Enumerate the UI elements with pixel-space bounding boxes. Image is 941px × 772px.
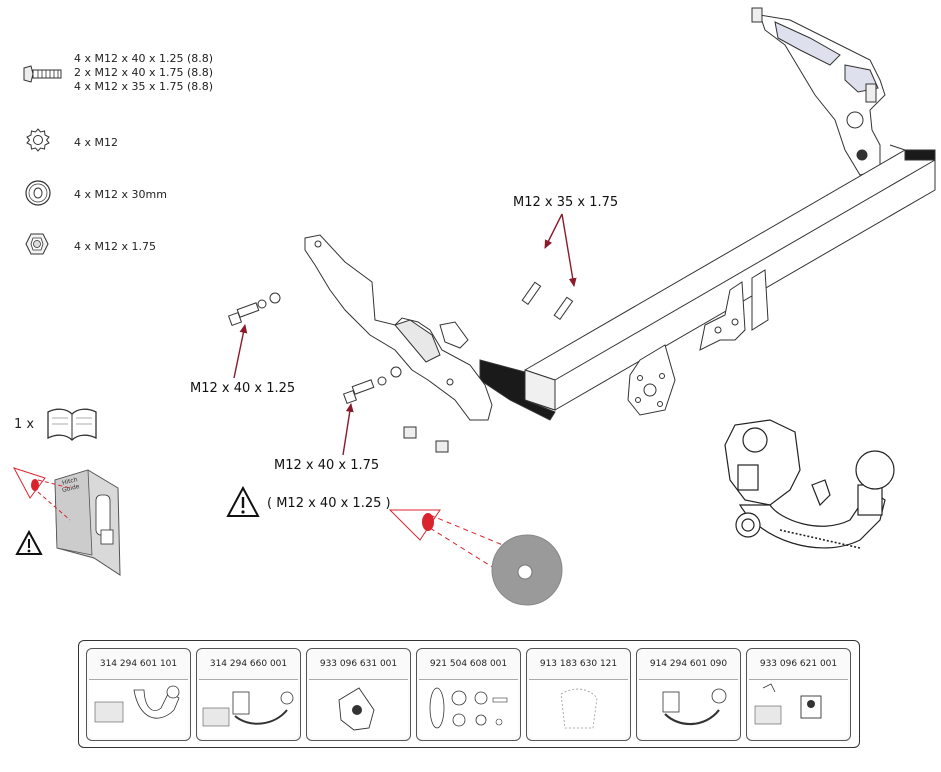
lock-washer-icon	[26, 128, 50, 152]
part-thumbnail	[199, 679, 298, 738]
right-side-bracket	[751, 7, 886, 176]
legend-line-bolt-3: 4 x M12 x 35 x 1.75 (8.8)	[74, 80, 214, 93]
part-card: 314 294 660 001	[196, 648, 301, 741]
bolt-icon	[23, 65, 62, 83]
left-side-bracket	[304, 234, 493, 421]
callout-arrows	[233, 213, 577, 456]
arrow-left-bolt	[233, 324, 248, 379]
part-number: 314 294 660 001	[209, 659, 288, 669]
warning-icon-note	[226, 485, 260, 517]
nut-icon	[25, 233, 49, 255]
part-number: 914 294 601 090	[649, 659, 728, 669]
bar-mount-plates	[627, 269, 769, 416]
exploded-assembly-diagram	[12, 7, 936, 606]
part-number: 933 096 631 001	[319, 659, 398, 669]
part-number: 933 096 621 001	[759, 659, 838, 669]
warning-icon-left	[15, 529, 43, 555]
part-thumbnail	[89, 679, 188, 738]
part-thumbnail	[639, 679, 738, 738]
part-card: 933 096 631 001	[306, 648, 411, 741]
part-thumbnail	[309, 679, 408, 738]
arrow-top-bolt-2	[561, 213, 577, 287]
legend-line-bolt-2: 2 x M12 x 40 x 1.75 (8.8)	[74, 66, 214, 79]
part-card: 933 096 621 001	[746, 648, 851, 741]
part-card: 913 183 630 121	[526, 648, 631, 741]
manual-count: 1 x	[14, 417, 35, 432]
book-icon	[47, 408, 97, 441]
callout-left-bolt: M12 x 40 x 1.25	[190, 381, 296, 396]
legend-line-bolt-1: 4 x M12 x 40 x 1.25 (8.8)	[74, 52, 214, 65]
callout-washer-note: ( M12 x 40 x 1.25 )	[267, 496, 391, 511]
legend-line-flat-washer: 4 x M12 x 30mm	[74, 188, 167, 201]
part-number: 314 294 601 101	[99, 659, 178, 669]
cross-bar	[479, 144, 936, 421]
callout-top-bolts: M12 x 35 x 1.75	[513, 195, 619, 210]
part-thumbnail	[749, 679, 848, 738]
callout-lower-bolt: M12 x 40 x 1.75	[274, 458, 380, 473]
arrow-lower-bolt	[342, 403, 354, 456]
parts-strip: 314 294 601 101 314 294 660 001 933 096 …	[78, 640, 860, 748]
part-card: 914 294 601 090	[636, 648, 741, 741]
loose-fasteners	[227, 281, 574, 453]
arrow-top-bolt-1	[544, 213, 563, 249]
tow-ball-assembly	[724, 419, 895, 549]
washer-eye-callout	[388, 509, 563, 606]
legend-line-lock-washer: 4 x M12	[74, 136, 118, 149]
part-number: 913 183 630 121	[539, 659, 618, 669]
part-thumbnail	[529, 679, 628, 738]
part-number: 921 504 608 001	[429, 659, 508, 669]
flat-washer-icon	[25, 180, 51, 206]
part-thumbnail	[419, 679, 518, 738]
instruction-sheet	[12, 467, 121, 576]
legend-line-nut: 4 x M12 x 1.75	[74, 240, 156, 253]
part-card: 314 294 601 101	[86, 648, 191, 741]
legend: 4 x M12 x 40 x 1.25 (8.8) 2 x M12 x 40 x…	[20, 52, 260, 262]
part-card: 921 504 608 001	[416, 648, 521, 741]
